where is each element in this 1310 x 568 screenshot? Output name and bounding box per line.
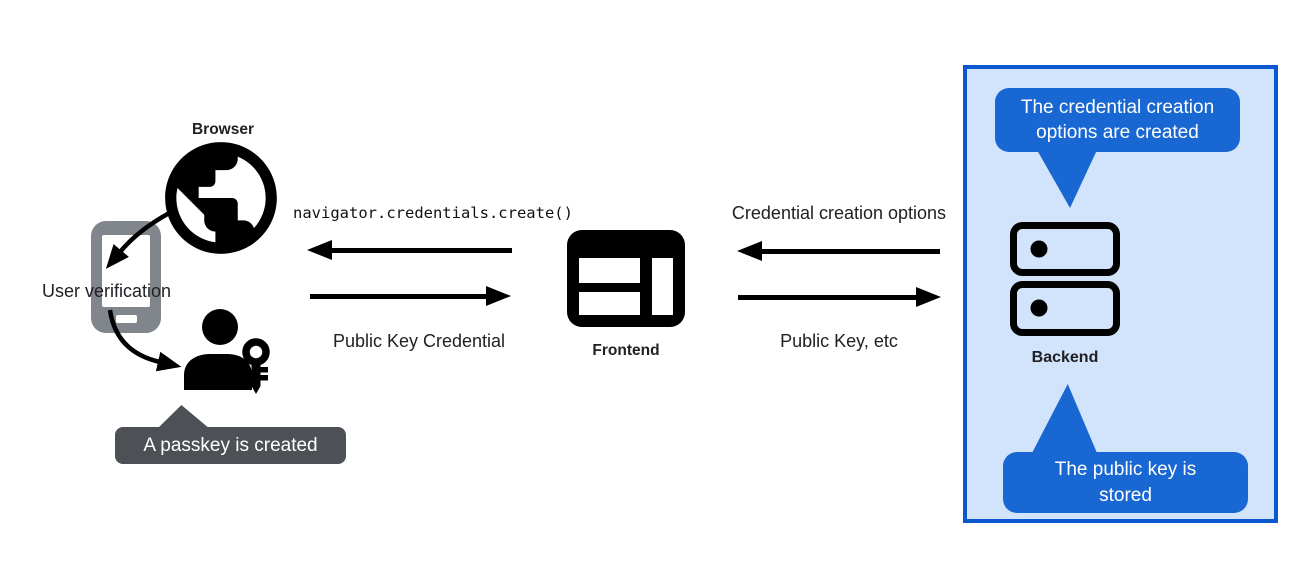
smartphone-icon [91, 221, 161, 333]
passkey-tooltip-pointer [157, 405, 210, 429]
verification-flow-arrows [105, 207, 182, 372]
browser-window-icon [567, 230, 685, 327]
public-key-credential-label: Public Key Credential [332, 331, 506, 351]
public-key-etc-label: Public Key, etc [780, 331, 898, 351]
smartphone-homebar [116, 315, 137, 323]
create-call-label: navigator.credentials.create() [293, 204, 573, 222]
browser-label: Browser [191, 121, 255, 138]
server-stack-icon [1010, 222, 1120, 336]
person-with-key-icon [184, 309, 270, 394]
public-key-bubble: The public key is stored [1003, 452, 1248, 513]
arrow-device-to-user [107, 309, 182, 372]
credential-options-bubble: The credential creation options are crea… [995, 88, 1240, 152]
arrow-backend-to-frontend [737, 241, 940, 261]
arrow-frontend-to-browser [307, 240, 512, 260]
passkey-tooltip: A passkey is created [115, 427, 346, 464]
arrow-frontend-to-backend [738, 287, 941, 307]
credential-options-bubble-pointer [1037, 150, 1097, 208]
backend-label: Backend [1031, 349, 1099, 366]
arrow-browser-to-frontend [310, 286, 511, 306]
frontend-label: Frontend [592, 342, 660, 359]
globe-icon [165, 142, 277, 254]
arrow-browser-to-device [105, 207, 177, 269]
credential-creation-options-label: Credential creation options [731, 203, 947, 223]
user-verification-label: User verification [42, 281, 172, 301]
public-key-bubble-pointer [1032, 384, 1097, 453]
backend-panel: The credential creation options are crea… [963, 65, 1278, 523]
